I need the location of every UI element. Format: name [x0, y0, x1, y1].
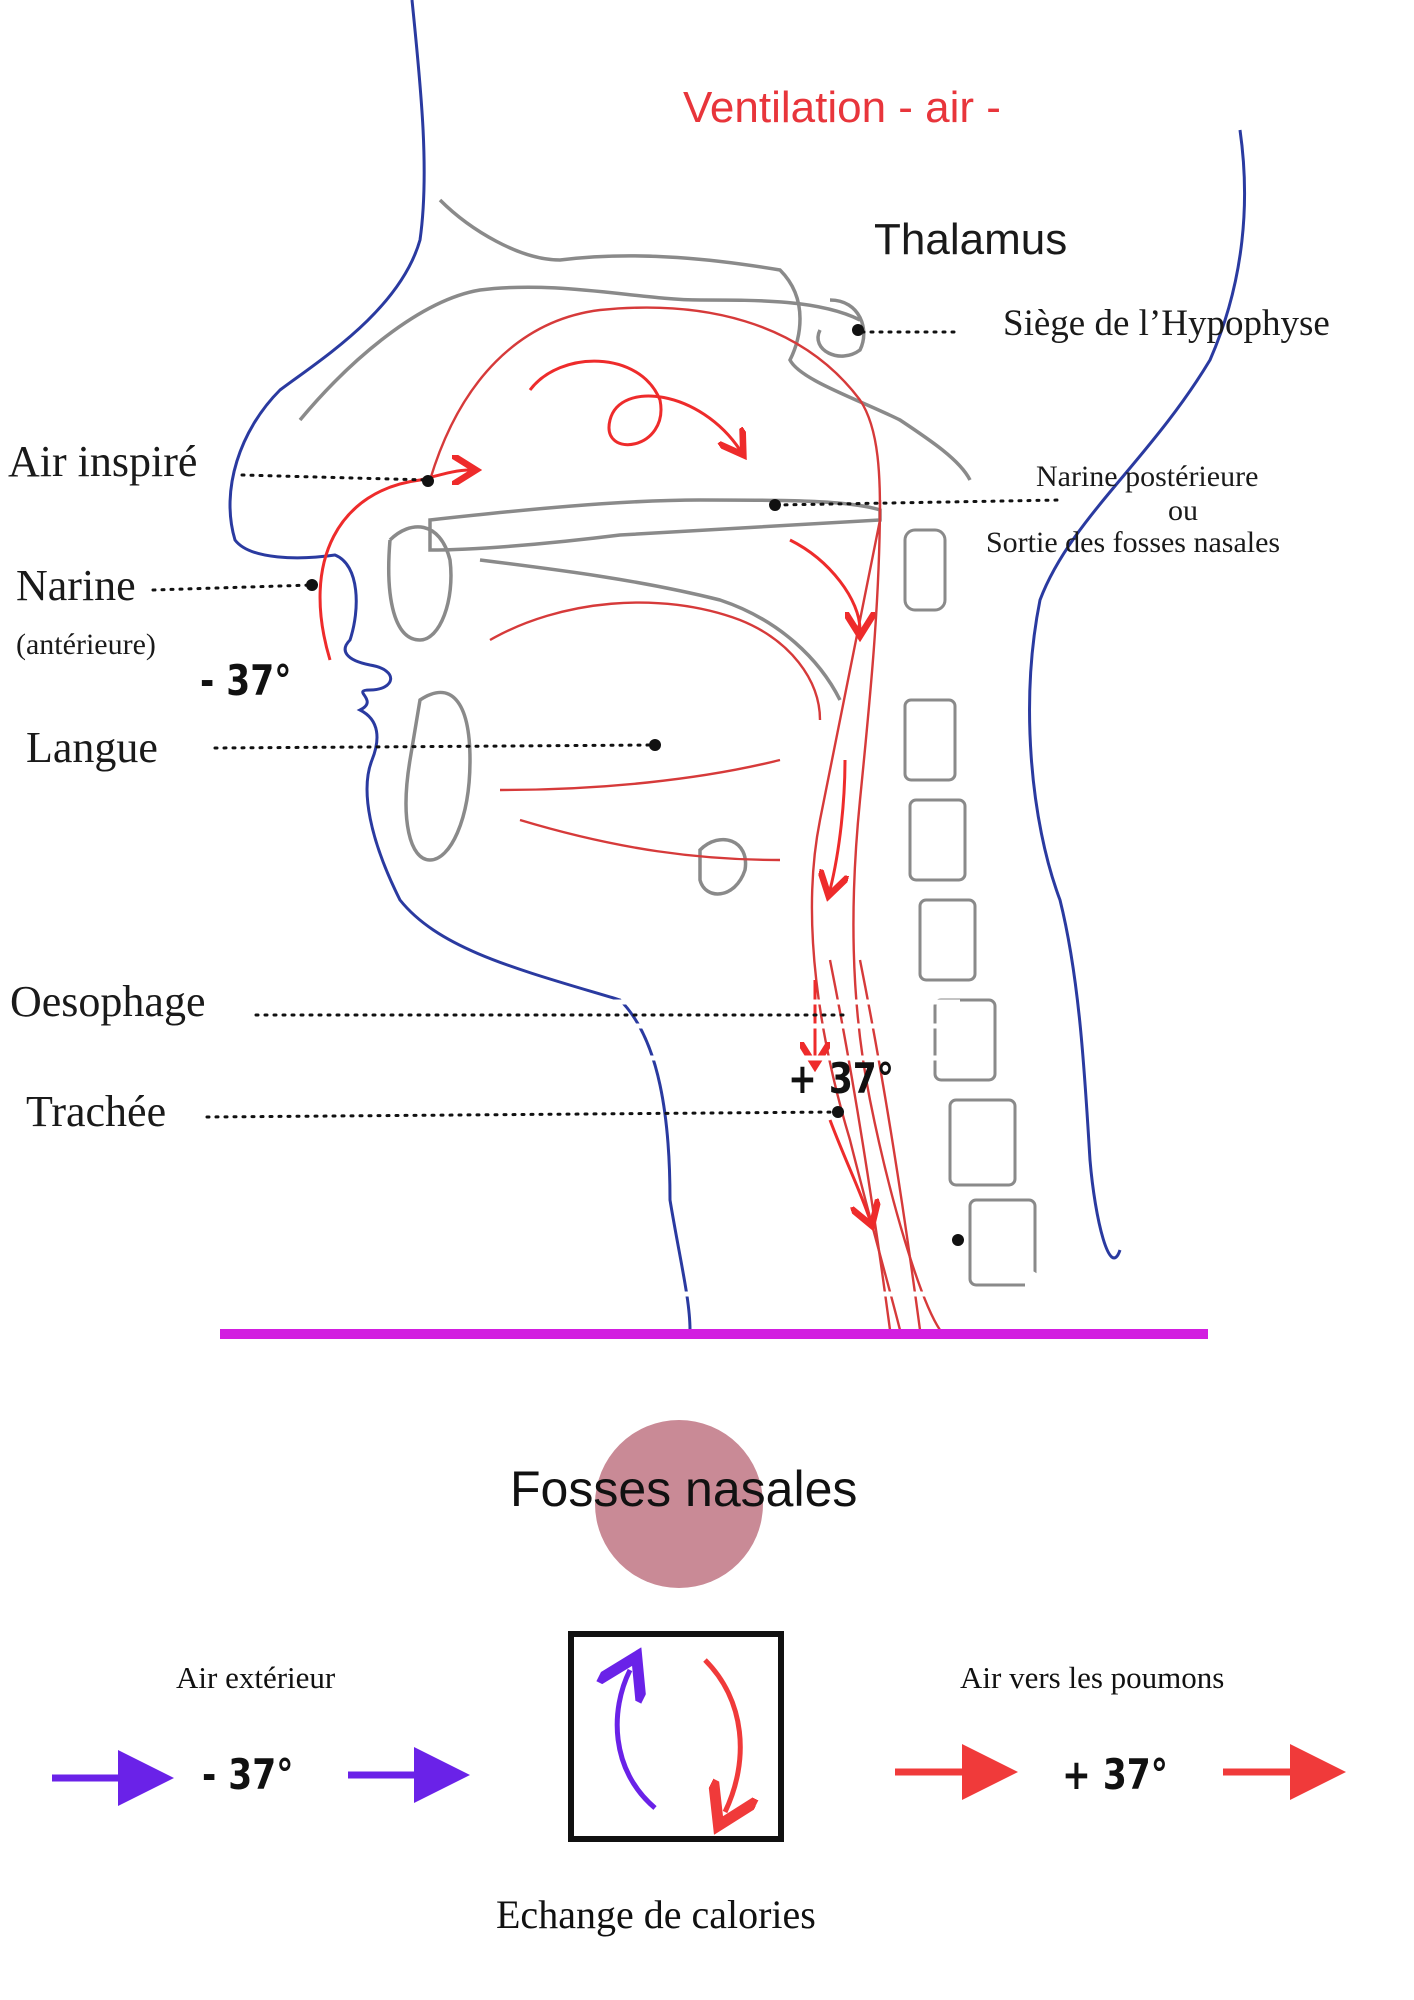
leader-trachee [205, 1110, 840, 1119]
anatomy-diagram [151, 0, 1247, 1339]
legend-exchange-label: Echange de calories [496, 1892, 816, 1937]
hyoid [698, 838, 748, 896]
leader-narine [151, 583, 314, 592]
label-air-inspire: Air inspiré [8, 437, 198, 486]
legend-right-label: Air vers les poumons [960, 1660, 1225, 1695]
exchange-arrow-up [617, 1670, 657, 1810]
exchange-arrow-down [703, 1658, 740, 1812]
neck-outline [1028, 129, 1247, 1260]
down-arrow-1 [789, 538, 860, 630]
label-narine-posterieure: Narine postérieure [1036, 460, 1259, 493]
upper-jaw [479, 558, 842, 701]
legend: Fosses nasales Air extérieur Air vers le… [0, 1420, 1414, 2000]
oral-arc [489, 601, 822, 721]
nasal-cavity-roof [428, 306, 882, 521]
nasal-roof [298, 285, 861, 422]
tongue-lower [519, 818, 781, 862]
label-hypophyse: Siège de l’Hypophyse [1003, 303, 1330, 344]
face-outline [228, 0, 692, 1331]
temp-warm-diagram: + 37° [788, 1054, 894, 1103]
label-narine-sub: (antérieure) [16, 628, 156, 661]
pharynx-front [852, 499, 941, 1331]
diagram-title: Ventilation - air - [683, 83, 1001, 132]
label-oesophage: Oesophage [10, 977, 206, 1026]
inhale-arrow [318, 470, 470, 661]
exchange-box [568, 1631, 784, 1842]
sella-turcica [816, 298, 866, 358]
upper-incisor [387, 525, 453, 642]
temp-cold-diagram: - 37° [200, 656, 292, 705]
pharynx-back [810, 519, 902, 1331]
legend-left-label: Air extérieur [176, 1660, 336, 1695]
label-sortie-fosses: Sortie des fosses nasales [986, 526, 1281, 559]
swirl-arrow [528, 359, 740, 450]
vertebrae [903, 528, 1037, 1287]
tongue-upper [499, 758, 781, 792]
label-trachee: Trachée [26, 1087, 167, 1136]
heading-circle [595, 1420, 763, 1588]
leader-narine-post [774, 498, 1062, 507]
down-arrow-2 [830, 759, 845, 890]
trachea-line-2 [858, 959, 922, 1331]
legend-temp-warm: + 37° [1062, 1750, 1168, 1799]
legend-graphics [52, 1631, 1346, 1842]
label-narine: Narine [16, 561, 136, 610]
legend-heading: Fosses nasales [510, 1461, 858, 1517]
label-narine-ou: ou [1168, 494, 1198, 527]
leader-langue [213, 743, 657, 750]
down-arrow-4 [828, 1119, 870, 1220]
leader-air-inspire [240, 473, 430, 482]
label-thalamus: Thalamus [874, 215, 1068, 264]
legend-temp-cold: - 37° [202, 1750, 294, 1799]
label-langue: Langue [26, 723, 158, 772]
skull-base [438, 198, 972, 481]
hard-palate [428, 498, 882, 552]
lower-jaw [404, 690, 472, 862]
